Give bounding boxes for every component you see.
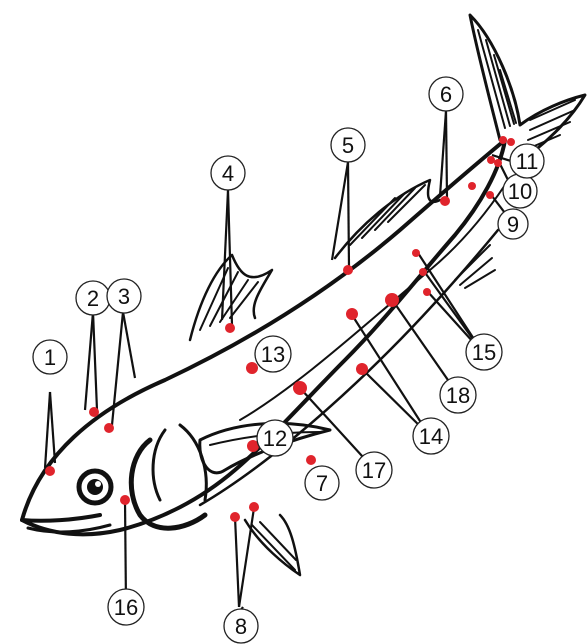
marker-3 [104, 423, 114, 433]
svg-text:9: 9 [507, 212, 519, 237]
marker-15b [419, 268, 427, 276]
marker-18 [385, 293, 399, 307]
svg-text:1: 1 [44, 345, 56, 370]
label-6: 6 [429, 77, 463, 111]
svg-text:11: 11 [516, 149, 539, 174]
svg-text:13: 13 [261, 342, 285, 367]
svg-text:15: 15 [472, 340, 496, 365]
label-9: 9 [498, 209, 528, 239]
label-1: 1 [33, 340, 67, 374]
svg-text:7: 7 [316, 471, 328, 496]
svg-text:12: 12 [263, 426, 287, 451]
svg-text:8: 8 [235, 614, 247, 639]
svg-text:18: 18 [446, 383, 470, 408]
label-12: 12 [257, 420, 293, 456]
marker-7 [306, 455, 316, 465]
marker-10b [487, 156, 495, 164]
marker-14a [346, 308, 358, 320]
marker-4 [225, 323, 235, 333]
label-11: 11 [510, 144, 544, 178]
marker-10a [468, 182, 476, 190]
marker-1 [45, 466, 55, 476]
marker-14b [356, 363, 368, 375]
svg-text:2: 2 [87, 286, 99, 311]
svg-text:17: 17 [362, 458, 386, 483]
label-2: 2 [76, 281, 110, 315]
svg-text:10: 10 [508, 179, 532, 204]
label-18: 18 [440, 377, 476, 413]
pelvic-fin [245, 515, 300, 575]
label-10: 10 [503, 174, 537, 208]
marker-5 [343, 265, 353, 275]
second-dorsal-fin [335, 180, 440, 258]
label-13: 13 [255, 336, 291, 372]
marker-15a [412, 249, 420, 257]
anal-finlets [455, 245, 495, 288]
svg-text:4: 4 [222, 161, 234, 186]
marker-8a [230, 512, 240, 522]
label-16: 16 [108, 589, 144, 625]
label-17: 17 [356, 452, 392, 488]
label-4: 4 [211, 156, 245, 190]
svg-text:6: 6 [440, 82, 452, 107]
marker-16 [120, 495, 130, 505]
marker-6 [440, 196, 450, 206]
label-8: 8 [224, 609, 258, 643]
label-7: 7 [305, 466, 339, 500]
svg-text:5: 5 [342, 133, 354, 158]
marker-2 [89, 407, 99, 417]
marker-15c [423, 288, 431, 296]
label-3: 3 [107, 279, 141, 313]
svg-text:14: 14 [419, 424, 443, 449]
marker-11a [499, 136, 507, 144]
marker-17 [293, 381, 307, 395]
svg-text:16: 16 [114, 595, 138, 620]
marker-8b [249, 502, 259, 512]
svg-text:3: 3 [118, 284, 130, 309]
label-5: 5 [331, 128, 365, 162]
label-14: 14 [413, 418, 449, 454]
marker-11b [507, 138, 515, 146]
caudal-fin [470, 15, 585, 165]
marker-13 [246, 362, 258, 374]
label-15: 15 [466, 334, 502, 370]
marker-10c [494, 159, 502, 167]
marker-9 [486, 191, 494, 199]
